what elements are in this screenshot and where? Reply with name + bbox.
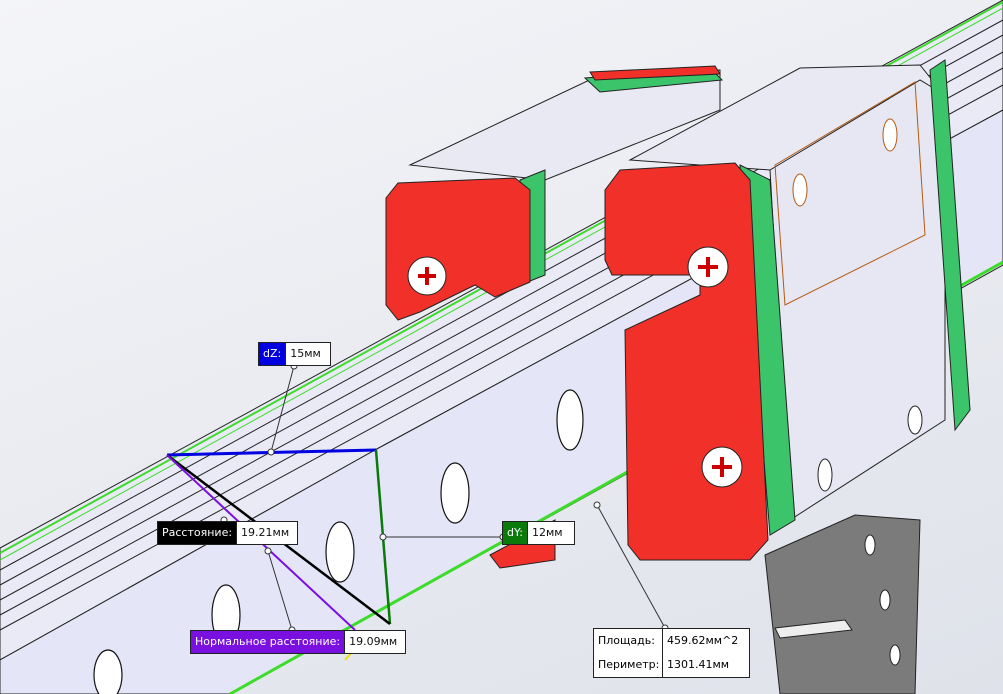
area-label: Площадь: (594, 629, 663, 653)
normal-distance-value: 19.09мм (344, 631, 405, 653)
section-info-box[interactable]: Площадь: 459.62мм^2 Периметр: 1301.41мм (593, 628, 750, 678)
distance-label: Расстояние: (158, 522, 237, 544)
dy-label: dY: (503, 522, 527, 544)
right-carriage[interactable] (489, 59, 971, 569)
distance-value: 19.21мм (236, 522, 297, 544)
dz-value: 15мм (285, 343, 330, 365)
dz-callout[interactable]: dZ: 15мм (258, 342, 332, 366)
normal-distance-callout[interactable]: Нормальное расстояние: 19.09мм (190, 630, 407, 654)
dy-value: 12мм (526, 522, 574, 544)
area-value: 459.62мм^2 (667, 634, 739, 647)
mounting-bracket[interactable] (764, 514, 921, 694)
normal-distance-label: Нормальное расстояние: (191, 631, 345, 653)
distance-callout[interactable]: Расстояние: 19.21мм (157, 521, 299, 545)
perimeter-label: Периметр: (594, 653, 663, 677)
right-end-plate (604, 162, 769, 561)
dy-callout[interactable]: dY: 12мм (502, 521, 575, 545)
left-carriage[interactable] (385, 65, 724, 321)
perimeter-row: Периметр: 1301.41мм (594, 653, 749, 677)
dz-label: dZ: (259, 343, 286, 365)
perimeter-value: 1301.41мм (667, 658, 730, 671)
area-row: Площадь: 459.62мм^2 (594, 629, 749, 653)
